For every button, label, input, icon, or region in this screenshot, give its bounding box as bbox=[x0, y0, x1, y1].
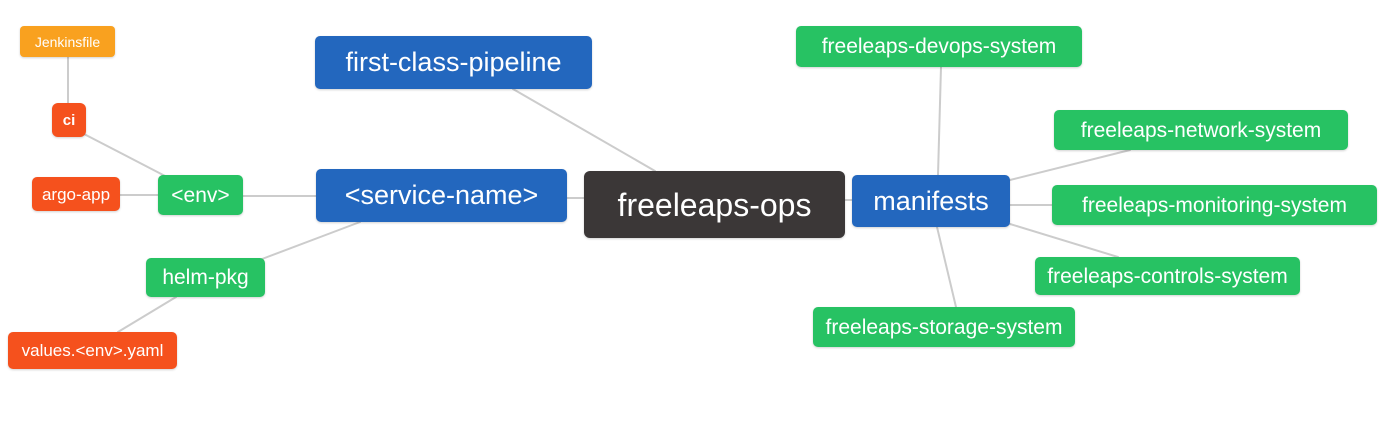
mindmap-node-freeleaps-controls-system[interactable]: freeleaps-controls-system bbox=[1035, 257, 1300, 295]
mindmap-node-label: first-class-pipeline bbox=[345, 47, 562, 77]
mindmap-node-service-name[interactable]: <service-name> bbox=[316, 169, 567, 222]
mindmap-node-label: argo-app bbox=[41, 184, 111, 204]
mindmap-node-label: freeleaps-controls-system bbox=[1047, 264, 1288, 288]
mindmap-node-label: <service-name> bbox=[344, 180, 539, 210]
edge-manifests-to-freeleaps-storage-system bbox=[936, 226, 957, 308]
mindmap-node-label: manifests bbox=[873, 185, 989, 216]
mindmap-node-freeleaps-ops[interactable]: freeleaps-ops bbox=[584, 171, 845, 238]
mindmap-node-env[interactable]: <env> bbox=[158, 175, 243, 215]
mindmap-node-label: Jenkinsfile bbox=[34, 33, 101, 50]
edge-values-env-yaml-to-helm-pkg bbox=[117, 296, 177, 333]
mindmap-node-ci[interactable]: ci bbox=[52, 103, 86, 137]
mindmap-node-freeleaps-monitoring-system[interactable]: freeleaps-monitoring-system bbox=[1052, 185, 1377, 225]
edge-manifests-to-freeleaps-devops-system bbox=[937, 66, 942, 176]
edge-first-class-pipeline-to-freeleaps-ops bbox=[512, 88, 656, 172]
mindmap-node-helm-pkg[interactable]: helm-pkg bbox=[146, 258, 265, 297]
edge-manifests-to-freeleaps-controls-system bbox=[1009, 223, 1119, 258]
mindmap-node-label: freeleaps-storage-system bbox=[825, 315, 1063, 339]
mindmap-node-argo-app[interactable]: argo-app bbox=[32, 177, 120, 211]
mindmap-node-label: helm-pkg bbox=[162, 266, 249, 289]
mindmap-node-values-env-yaml[interactable]: values.<env>.yaml bbox=[8, 332, 177, 369]
mindmap-node-manifests[interactable]: manifests bbox=[852, 175, 1010, 227]
mindmap-node-freeleaps-devops-system[interactable]: freeleaps-devops-system bbox=[796, 26, 1082, 67]
mindmap-node-label: <env> bbox=[171, 183, 230, 207]
mindmap-node-freeleaps-network-system[interactable]: freeleaps-network-system bbox=[1054, 110, 1348, 150]
edge-helm-pkg-to-service-name bbox=[261, 221, 361, 260]
mindmap-node-jenkinsfile[interactable]: Jenkinsfile bbox=[20, 26, 115, 57]
edge-ci-to-env bbox=[83, 133, 168, 178]
mindmap-node-label: ci bbox=[62, 111, 76, 129]
mindmap-node-label: values.<env>.yaml bbox=[21, 341, 164, 360]
mindmap-node-label: freeleaps-network-system bbox=[1080, 118, 1322, 142]
mindmap-node-label: freeleaps-ops bbox=[617, 186, 812, 223]
mindmap-node-label: freeleaps-monitoring-system bbox=[1082, 193, 1347, 217]
mindmap-node-freeleaps-storage-system[interactable]: freeleaps-storage-system bbox=[813, 307, 1075, 347]
mindmap-node-first-class-pipeline[interactable]: first-class-pipeline bbox=[315, 36, 592, 89]
mindmap-node-label: freeleaps-devops-system bbox=[821, 35, 1057, 58]
edge-manifests-to-freeleaps-network-system bbox=[1009, 149, 1131, 181]
